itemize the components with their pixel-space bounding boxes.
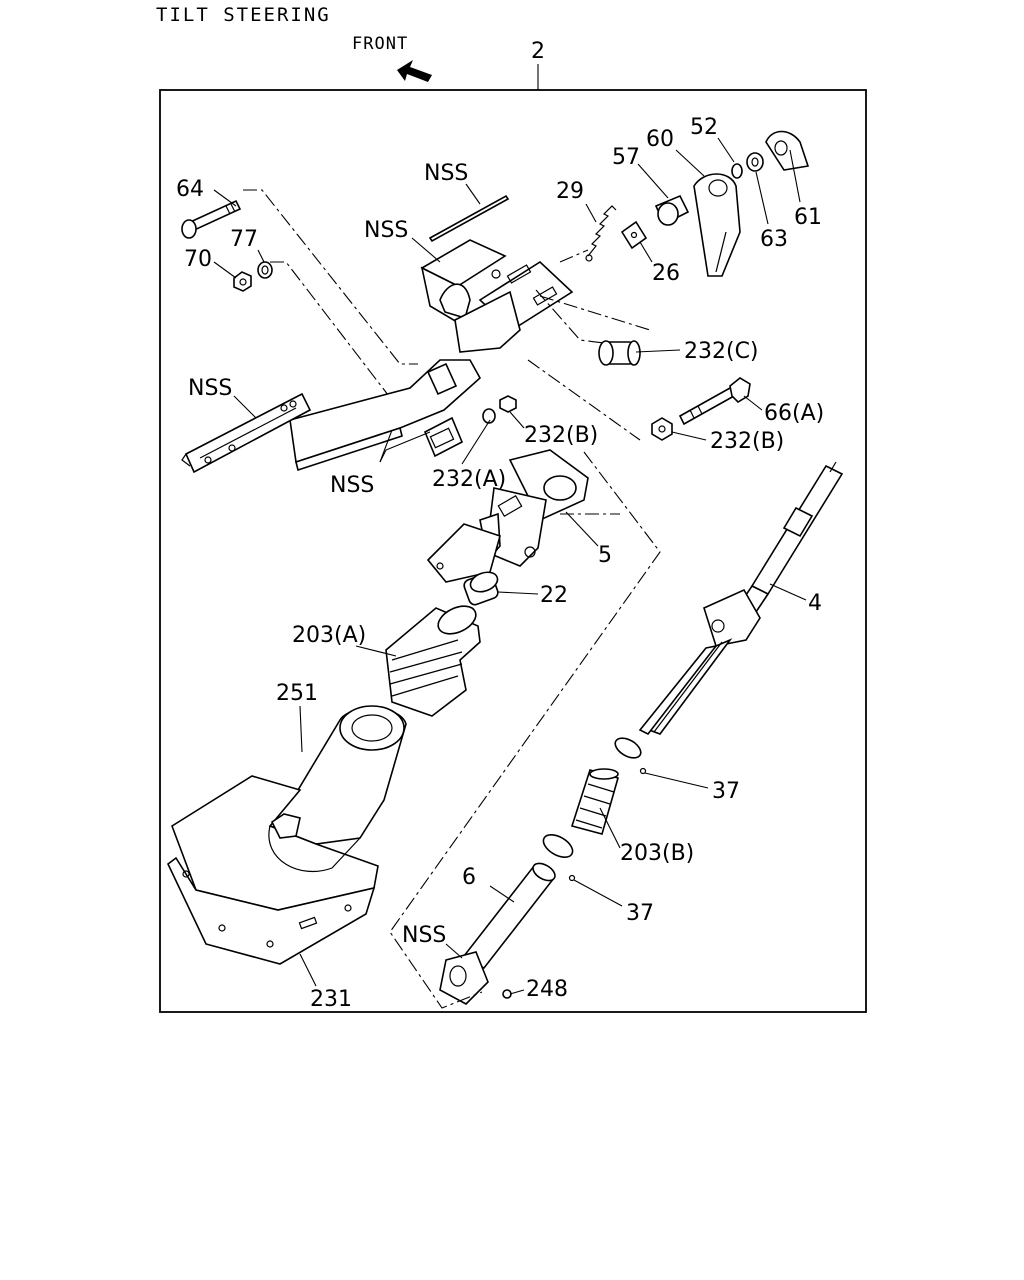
cover-251	[171, 705, 407, 911]
bolt-64	[181, 199, 242, 239]
lever-60	[693, 173, 741, 277]
callout-nss-yoke: NSS	[402, 923, 446, 948]
callout-203a: 203(A)	[292, 623, 366, 648]
callout-64: 64	[176, 177, 204, 202]
callout-nss-rod: NSS	[424, 161, 468, 186]
nut-70	[233, 271, 252, 292]
bushing-232c	[598, 340, 641, 366]
spacer-232a	[482, 408, 496, 424]
bolt-66a	[678, 377, 751, 426]
callout-nss-bracket: NSS	[364, 218, 408, 243]
column-housing-5	[426, 449, 589, 583]
assembly-frame	[159, 89, 867, 1013]
clamp-37-upper	[614, 737, 647, 775]
clip-26	[620, 220, 648, 250]
callout-61: 61	[794, 205, 822, 230]
nut-232b-mid	[499, 395, 517, 413]
callout-22: 22	[540, 583, 568, 608]
callout-70: 70	[184, 247, 212, 272]
callout-203b: 203(B)	[620, 841, 694, 866]
collar-63	[746, 152, 764, 172]
main-bracket-plate	[289, 359, 482, 472]
callout-232b-right: 232(B)	[710, 429, 784, 454]
callout-251: 251	[276, 681, 318, 706]
spring-29	[585, 205, 617, 262]
callout-4: 4	[808, 591, 822, 616]
knob-61	[765, 130, 810, 171]
callout-231: 231	[310, 987, 352, 1012]
callout-60: 60	[646, 127, 674, 152]
callout-232a: 232(A)	[432, 467, 506, 492]
lower-shaft-6	[439, 862, 556, 1005]
callout-assembly: 2	[531, 39, 545, 64]
nut-232b-right	[651, 417, 673, 441]
boot-203a	[385, 605, 481, 717]
bushing-57	[654, 194, 690, 226]
callout-nss-plate: NSS	[188, 376, 232, 401]
diagram-title: TILT STEERING	[156, 4, 331, 26]
leader-lines	[213, 137, 807, 995]
callout-5: 5	[598, 543, 612, 568]
front-arrow-icon	[397, 60, 432, 82]
boot-203b	[570, 768, 619, 835]
callout-232c: 232(C)	[684, 339, 759, 364]
washer-52	[731, 163, 743, 179]
callout-63: 63	[760, 227, 788, 252]
callout-nss-lower: NSS	[330, 473, 374, 498]
callout-29: 29	[556, 179, 584, 204]
callout-77: 77	[230, 227, 258, 252]
clamp-37-lower	[542, 834, 576, 882]
nss-lower-plate	[181, 392, 312, 474]
nss-rod	[428, 194, 510, 243]
callout-52: 52	[690, 115, 718, 140]
callout-37-lower: 37	[626, 901, 654, 926]
callout-37-upper: 37	[712, 779, 740, 804]
steering-shaft-4	[638, 461, 844, 736]
callout-232b-mid: 232(B)	[524, 423, 598, 448]
callout-26: 26	[652, 261, 680, 286]
callout-57: 57	[612, 145, 640, 170]
washer-77	[257, 261, 273, 279]
bushing-22	[463, 571, 499, 606]
callout-6: 6	[462, 865, 476, 890]
callout-248: 248	[526, 977, 568, 1002]
front-label: FRONT	[352, 34, 409, 54]
callout-66a: 66(A)	[764, 401, 824, 426]
upper-bracket	[420, 239, 574, 353]
plate-231	[166, 856, 376, 965]
